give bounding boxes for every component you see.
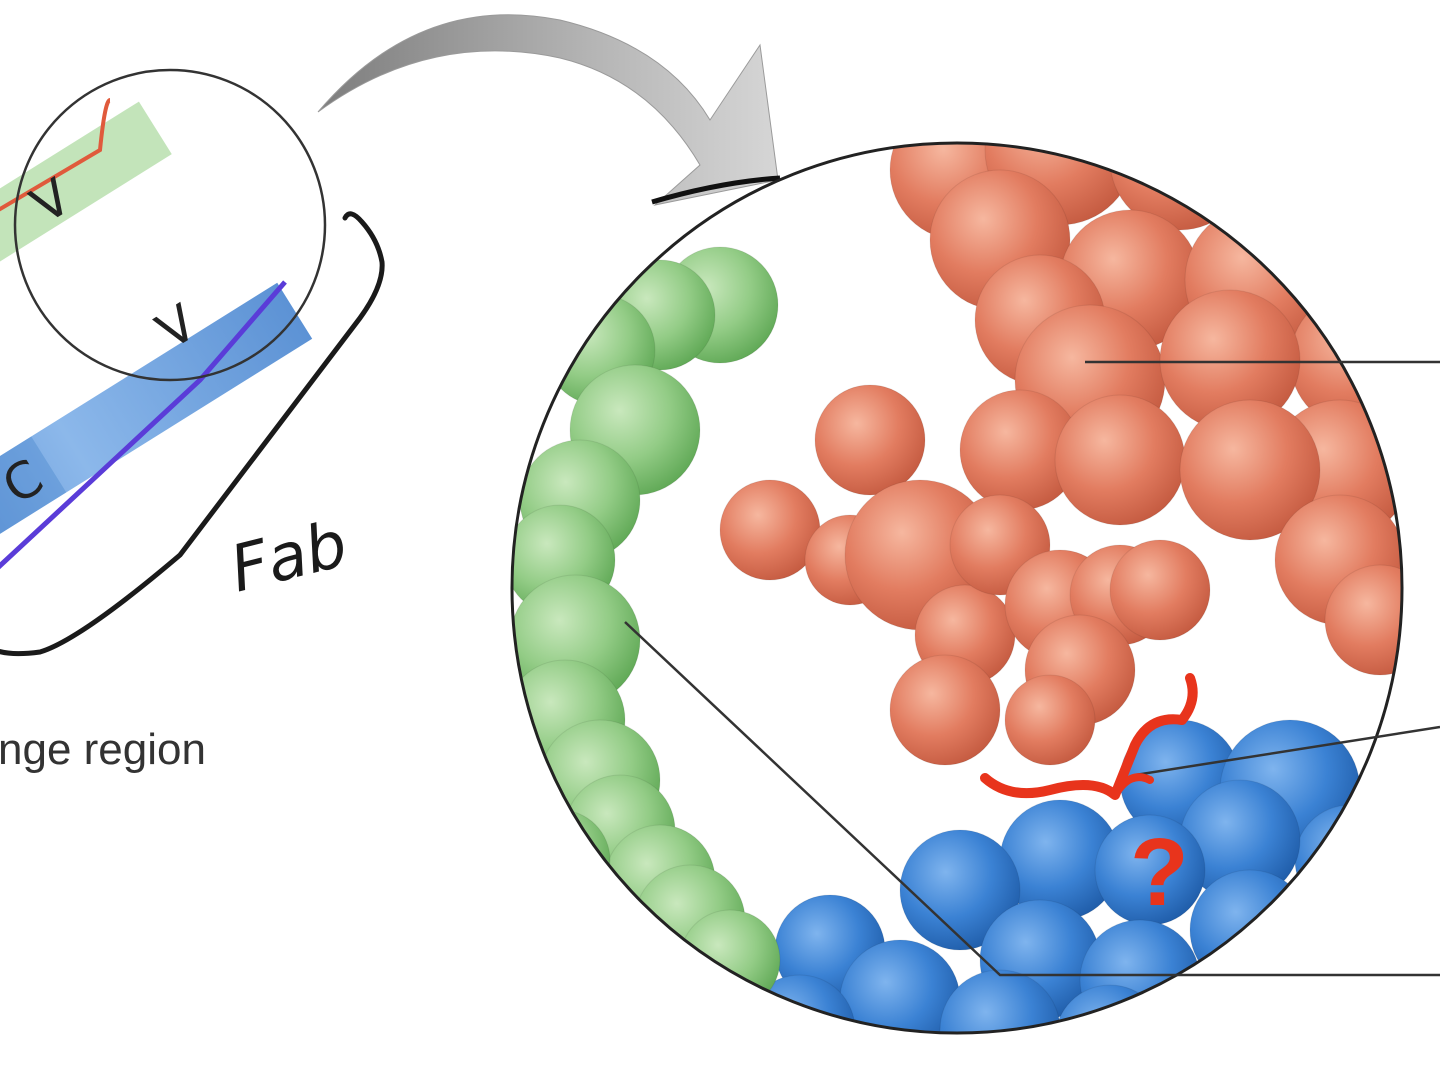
antigen-sphere [814,384,926,496]
fab-label: Fab [223,507,354,607]
heavy-chain-sphere [1289,889,1402,1011]
light-chain-highlight-line [0,98,112,212]
zoom-panel: ? [510,141,1440,1035]
antigen-sphere [1179,399,1321,541]
antigen-sphere [889,654,1001,766]
heavy-chain-sphere [899,829,1021,951]
heavy-chain-sphere [1179,949,1301,1033]
light-chain-sphere [679,909,781,1011]
heavy-chain-sphere [839,939,961,1033]
heavy-chain-sphere [1294,804,1402,916]
light-chain-sphere [512,809,611,911]
heavy-chain-bar [0,282,313,615]
antigen-sphere [1109,143,1251,231]
hinge-region-label: nge region [0,725,206,774]
heavy-chain-sphere [1054,984,1166,1033]
binding-site-leader-line [1134,725,1440,777]
antigen-sphere [1004,674,1096,766]
light-chain-bar [0,101,172,330]
heavy-chain-highlight-line [0,280,287,570]
antigen-sphere [1324,564,1402,676]
zoom-arrow [317,14,781,206]
zoom-circle-outline [510,141,1404,1035]
binding-site-brace [980,673,1198,800]
heavy-chain-sphere [939,969,1061,1033]
antigen-sphere [1054,394,1186,526]
antigen-sphere [1319,189,1402,331]
light-chain-sphere [549,899,651,1001]
heavy-chain-sphere [1189,869,1311,991]
question-mark: ? [1130,819,1189,926]
zoom-source-circle [13,68,327,382]
heavy-chain-sphere [1079,919,1201,1033]
heavy-chain-sphere [1264,974,1376,1033]
chain-leader-line [624,621,1440,977]
heavy-chain-sphere [744,974,856,1033]
fab-fragment: V V C Fab nge region [0,68,385,774]
fab-bracket [0,211,385,657]
antigen-sphere [1109,539,1211,641]
